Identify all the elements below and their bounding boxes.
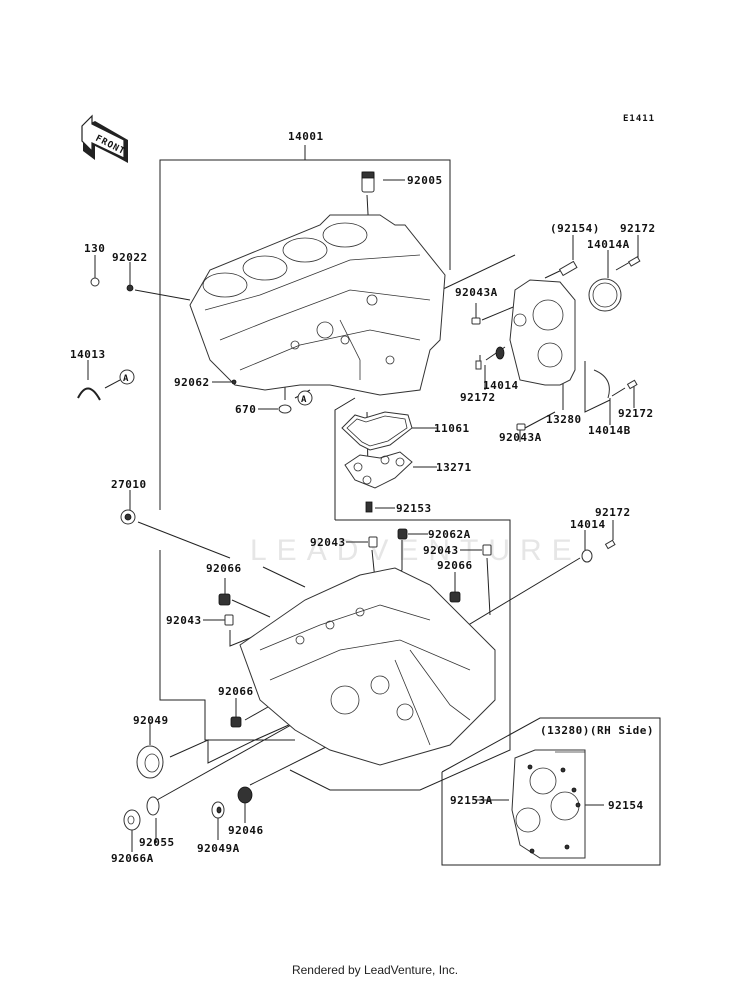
label-92043-b[interactable]: 92043	[423, 544, 459, 557]
diagram-code: E1411	[623, 114, 655, 124]
part-92066-b-icon	[449, 591, 461, 603]
label-14014-low[interactable]: 14014	[570, 518, 606, 531]
front-arrow-icon: FRONT	[81, 114, 128, 163]
marker-a-right: A	[297, 390, 313, 406]
part-92172-mid-icon	[475, 360, 482, 370]
label-92043-c[interactable]: 92043	[166, 614, 202, 627]
part-92066-a-icon	[218, 593, 231, 606]
part-92022-icon	[126, 284, 134, 292]
part-92172-low-icon	[604, 539, 616, 550]
label-92049[interactable]: 92049	[133, 714, 169, 727]
part-92043-b-icon	[482, 544, 492, 556]
part-13280-cover-icon	[509, 279, 576, 386]
svg-text:A: A	[123, 374, 129, 384]
part-92172-right-icon	[626, 379, 638, 390]
part-670-oring-icon	[278, 404, 292, 414]
label-92066-c[interactable]: 92066	[218, 685, 254, 698]
part-92172-bolt-top-icon	[627, 256, 641, 267]
label-92154-paren[interactable]: (92154)	[550, 222, 600, 235]
part-92043-c-icon	[224, 614, 234, 626]
part-130-icon	[90, 277, 100, 287]
label-92066-a[interactable]: 92066	[206, 562, 242, 575]
part-92046-bearing-icon	[237, 786, 253, 804]
marker-a-left: A	[119, 369, 135, 385]
label-92066-b[interactable]: 92066	[437, 559, 473, 572]
svg-text:A: A	[301, 395, 307, 405]
part-14014-low-icon	[581, 549, 593, 563]
label-92055[interactable]: 92055	[139, 836, 175, 849]
part-92066a-plug-icon	[123, 809, 141, 831]
label-92062[interactable]: 92062	[174, 376, 210, 389]
part-14014-mid-icon	[495, 346, 505, 360]
label-92172-mid[interactable]: 92172	[460, 391, 496, 404]
label-92172-low[interactable]: 92172	[595, 506, 631, 519]
label-92066a[interactable]: 92066A	[111, 852, 154, 865]
label-670[interactable]: 670	[235, 403, 256, 416]
part-92005-icon	[361, 171, 375, 193]
label-14013[interactable]: 14013	[70, 348, 106, 361]
part-92153-bolt-icon	[365, 501, 373, 513]
label-92049a[interactable]: 92049A	[197, 842, 240, 855]
label-130[interactable]: 130	[84, 242, 105, 255]
part-13271-plate-icon	[344, 451, 413, 489]
label-92043-a[interactable]: 92043	[310, 536, 346, 549]
label-92154[interactable]: 92154	[608, 799, 644, 812]
part-92043a-top-icon	[471, 317, 481, 325]
label-14001[interactable]: 14001	[288, 130, 324, 143]
label-11061[interactable]: 11061	[434, 422, 470, 435]
label-92022[interactable]: 92022	[112, 251, 148, 264]
part-92043-a-icon	[368, 536, 378, 548]
part-92154-bolt-icon	[558, 260, 578, 277]
label-27010[interactable]: 27010	[111, 478, 147, 491]
label-92043a-bottom[interactable]: 92043A	[499, 431, 542, 444]
watermark: LEADVENTURE	[250, 534, 582, 567]
label-92172-top[interactable]: 92172	[620, 222, 656, 235]
footer-credit: Rendered by LeadVenture, Inc.	[291, 963, 459, 977]
label-92043a-top[interactable]: 92043A	[455, 286, 498, 299]
part-14014b-icon	[593, 369, 610, 399]
label-92062a[interactable]: 92062A	[428, 528, 471, 541]
label-92172-right[interactable]: 92172	[618, 407, 654, 420]
lower-crankcase	[239, 567, 496, 766]
upper-crankcase	[189, 214, 446, 396]
label-13271[interactable]: 13271	[436, 461, 472, 474]
inset-title: (13280)(RH Side)	[540, 724, 654, 737]
part-11061-gasket-icon	[341, 411, 413, 451]
label-92153a[interactable]: 92153A	[450, 794, 493, 807]
label-13280[interactable]: 13280	[546, 413, 582, 426]
part-92062a-icon	[397, 528, 408, 540]
label-14014b[interactable]: 14014B	[588, 424, 631, 437]
inset-rh-side-cover-icon	[511, 749, 586, 859]
part-92049a-seal-icon	[211, 801, 225, 819]
label-14014-mid[interactable]: 14014	[483, 379, 519, 392]
part-14013-icon	[77, 387, 101, 401]
part-27010-icon	[120, 509, 136, 525]
label-92005[interactable]: 92005	[407, 174, 443, 187]
label-92153[interactable]: 92153	[396, 502, 432, 515]
part-92055-oring-icon	[146, 796, 160, 816]
part-14014a-icon	[588, 278, 622, 312]
label-92046[interactable]: 92046	[228, 824, 264, 837]
label-14014a[interactable]: 14014A	[587, 238, 630, 251]
part-92049-seal-icon	[136, 745, 164, 779]
part-92043a-bottom-icon	[516, 423, 526, 431]
part-92062-icon	[231, 379, 237, 385]
part-92066-c-icon	[230, 716, 242, 728]
